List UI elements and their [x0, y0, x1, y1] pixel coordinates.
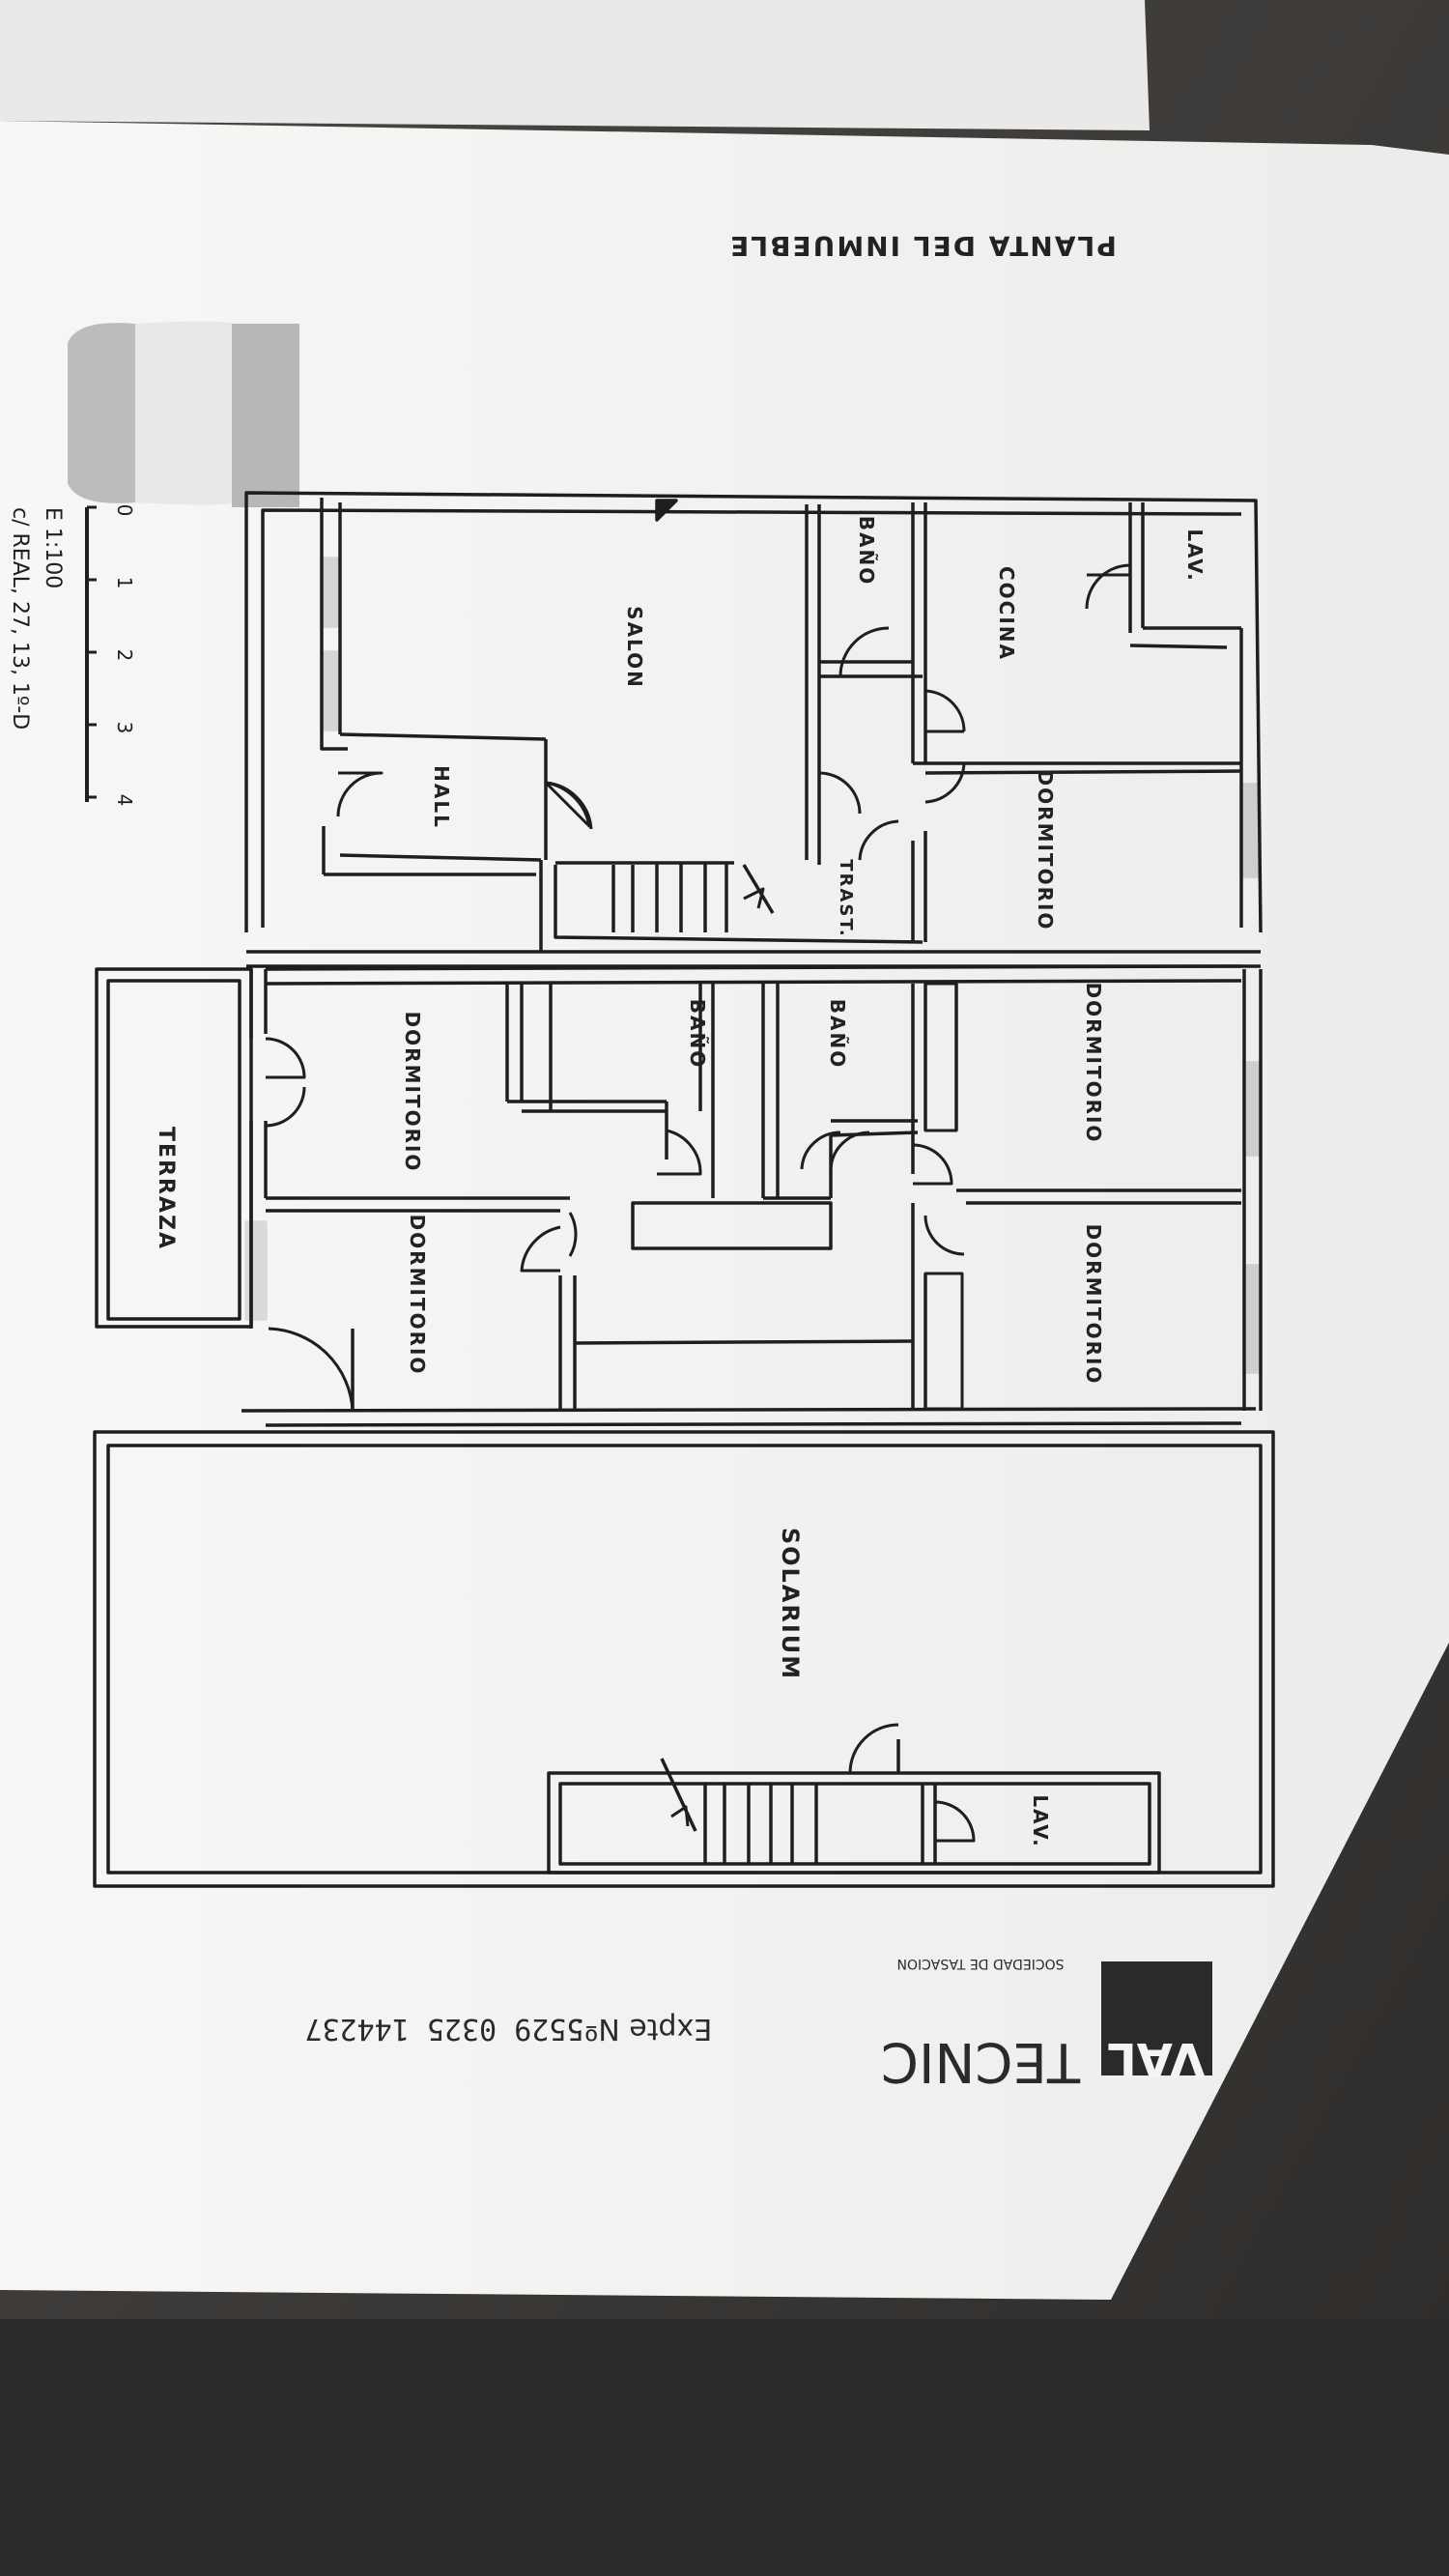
room-label-dormitorio-5: DORMITORIO [406, 1215, 429, 1376]
scale-tick-3: 3 [113, 722, 136, 734]
room-label-terraza: TERRAZA [154, 1127, 178, 1250]
desk-plank [0, 2319, 1449, 2576]
valtecnic-logo: VAL TECNIC SOCIEDAD DE TASACION [881, 1956, 1212, 2093]
scale-tick-2: 2 [113, 649, 136, 662]
back-paper-sheet [0, 0, 1150, 130]
room-label-cocina: COCINA [995, 566, 1018, 661]
room-label-dormitorio-3: DORMITORIO [1082, 983, 1105, 1144]
scale-label: E 1:100 [41, 507, 65, 588]
expediente-number: 5529 0325 144237 [305, 2012, 584, 2046]
address-text: c/ REAL, 27, 13, 1º-D [8, 507, 32, 730]
room-label-solarium: SOLARIUM [777, 1528, 804, 1680]
scale-tick-4: 4 [113, 794, 136, 807]
expediente-label: Expte Nº: [575, 2012, 712, 2046]
main-paper-sheet [0, 121, 1449, 2300]
room-label-lav-top: LAV. [1183, 529, 1207, 582]
scale-tick-0: 0 [113, 504, 136, 517]
room-label-salon: SALON [623, 606, 646, 689]
solarium-plan [93, 1430, 1275, 1888]
room-label-trast: TRAST. [836, 859, 856, 937]
expediente-text: 5529 0325 144237 [305, 2012, 584, 2046]
brand-name-dark: VAL [1107, 2032, 1206, 2086]
scale-tick-1: 1 [113, 577, 136, 589]
room-label-dormitorio-4: DORMITORIO [1082, 1224, 1105, 1386]
room-label-bano-3: BAÑO [826, 999, 849, 1069]
room-label-dormitorio-1: DORMITORIO [1034, 770, 1057, 931]
brand-tagline: SOCIEDAD DE TASACION [897, 1956, 1065, 1971]
middle-floor-plan [95, 964, 1263, 1427]
scale-bar: 0 1 2 3 4 E 1:100 c/ REAL, 27, 13, 1º-D [8, 504, 136, 807]
page-title: PLANTA DEL INMUEBLE [728, 230, 1117, 262]
brand-name-light: TECNIC [881, 2030, 1081, 2093]
room-label-bano-1: BAÑO [855, 516, 878, 586]
room-label-hall: HALL [430, 765, 453, 829]
stamp-mark [68, 321, 299, 507]
room-label-bano-2: BAÑO [686, 999, 709, 1069]
room-label-lav-bottom: LAV. [1029, 1794, 1052, 1847]
room-label-dormitorio-2: DORMITORIO [401, 1012, 424, 1173]
